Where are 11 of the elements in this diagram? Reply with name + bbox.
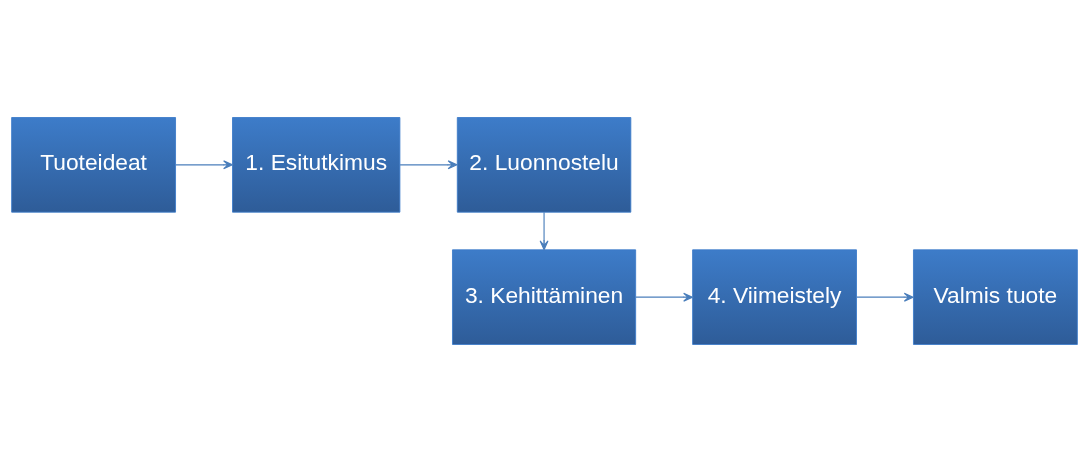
node-box: 4. Viimeistely <box>692 249 857 345</box>
node-box: 1. Esitutkimus <box>232 117 401 213</box>
node-box: Tuoteideat <box>11 117 176 213</box>
arrow <box>175 160 233 170</box>
node-box: 3. Kehittäminen <box>452 249 637 345</box>
arrow <box>539 211 549 251</box>
arrow <box>635 292 693 302</box>
node-box: Valmis tuote <box>913 249 1078 345</box>
arrow <box>856 292 914 302</box>
arrow <box>399 160 458 170</box>
node-box: 2. Luonnostelu <box>456 117 632 213</box>
